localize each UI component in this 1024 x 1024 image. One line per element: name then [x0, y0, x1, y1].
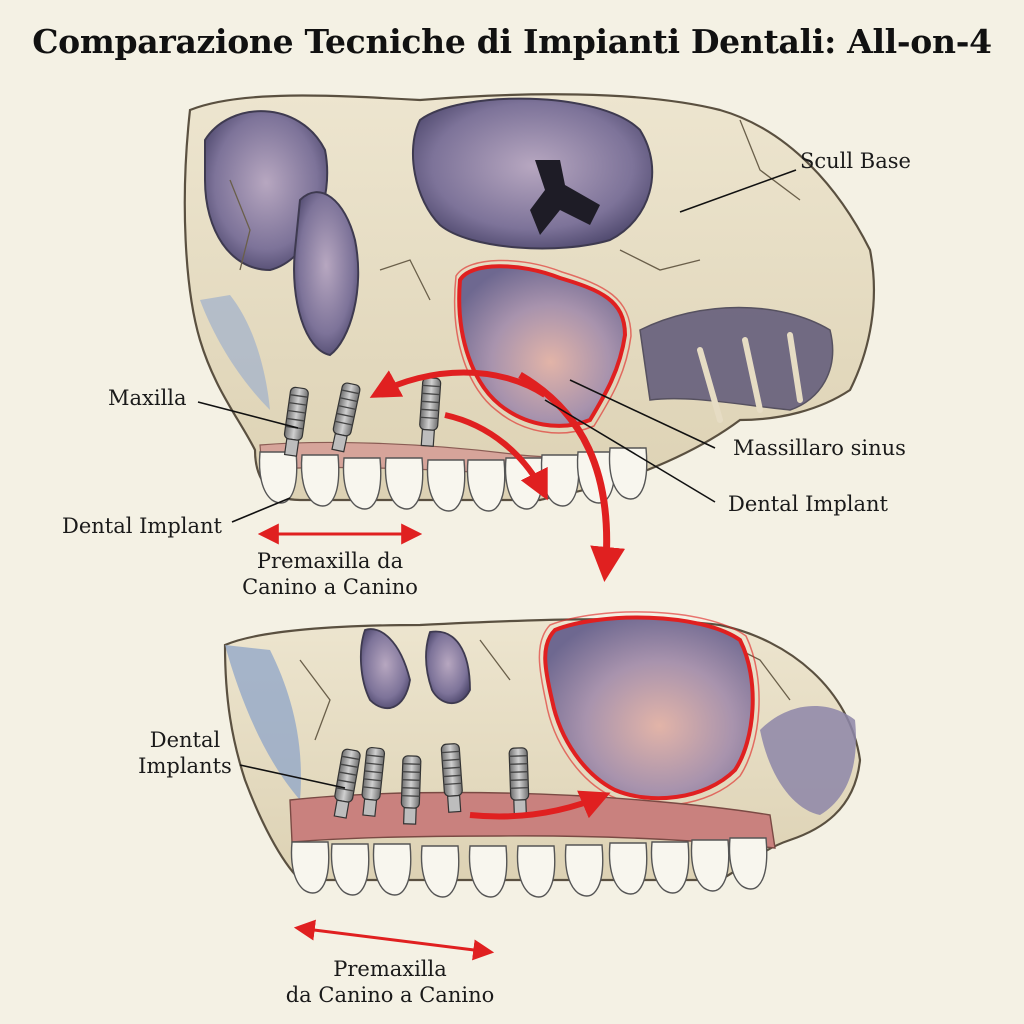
- arrow-to-bottom: [518, 371, 626, 582]
- arrow-to-sinus-bottom: [469, 790, 611, 820]
- premaxilla-arrow-bottom: [293, 919, 495, 961]
- label-dental-implant-left: Dental Implant: [62, 514, 222, 538]
- label-sinus: Massillaro sinus: [733, 436, 906, 460]
- arrow-to-teeth: [444, 412, 548, 501]
- arrow-curve-top: [369, 369, 547, 398]
- label-dental-implants-line2: Implants: [138, 754, 232, 778]
- label-premaxilla-bottom-line1: Premaxilla: [333, 957, 447, 981]
- bottom-skull: [223, 611, 862, 961]
- label-dental-implants-line1: Dental: [149, 728, 221, 752]
- label-premaxilla-top: Premaxilla da Canino a Canino: [230, 548, 430, 600]
- label-dental-implants-bottom: Dental Implants: [120, 727, 250, 779]
- label-premaxilla-top-line2: Canino a Canino: [242, 575, 418, 599]
- label-premaxilla-bottom: Premaxilla da Canino a Canino: [250, 956, 530, 1008]
- label-premaxilla-top-line1: Premaxilla da: [256, 549, 404, 573]
- sinus-outline-bottom: [543, 615, 755, 801]
- label-maxilla: Maxilla: [108, 386, 187, 410]
- bottom-leader-line: [239, 764, 346, 789]
- label-premaxilla-bottom-line2: da Canino a Canino: [285, 983, 495, 1007]
- label-dental-implant-right: Dental Implant: [728, 492, 888, 516]
- top-leader-lines: [197, 169, 797, 523]
- label-scull-base: Scull Base: [800, 149, 911, 173]
- page-title: Comparazione Tecniche di Impianti Dental…: [32, 22, 992, 61]
